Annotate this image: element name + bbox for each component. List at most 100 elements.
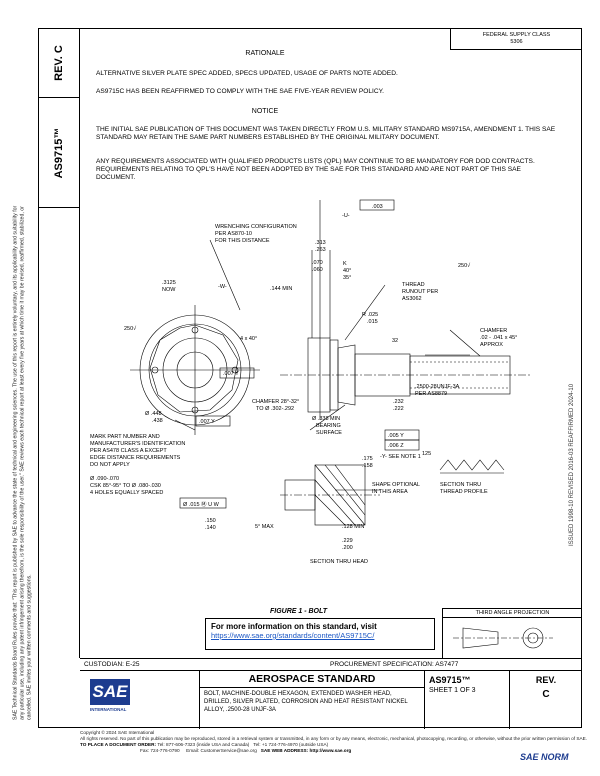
lbl-mark-part-3: PER AS478 CLASS A EXCEPT (90, 448, 167, 454)
notice-text-1: THE INITIAL SAE PUBLICATION OF THIS DOCU… (96, 126, 556, 141)
dim-k: K (343, 261, 347, 267)
lbl-wrenching-3: FOR THIS DISTANCE (215, 238, 270, 244)
sheet-number: SHEET 1 OF 3 (429, 687, 476, 694)
lbl-mark-part-2: MANUFACTURER'S IDENTIFICATION (90, 441, 185, 447)
lbl-wrenching: WRENCHING CONFIGURATION (215, 224, 297, 230)
order-tel-2: Tel: +1 724-776-4970 (outside USA) (253, 742, 329, 747)
lbl-note-1: -Y- SEE NOTE 1 (380, 454, 421, 460)
notice-heading: NOTICE (251, 108, 279, 115)
tol-003: .003 (372, 204, 383, 210)
sae-norm-watermark: SAE NORM (520, 752, 569, 762)
supply-class-label: FEDERAL SUPPLY CLASS (482, 32, 551, 38)
dim-263: .263 (315, 247, 326, 253)
dim-r015: .015 (367, 319, 378, 325)
rev-value-block: C (542, 689, 550, 700)
dim-dia-448: Ø .448 (145, 411, 162, 417)
rights-notice: All rights reserved. No part of this pub… (80, 736, 588, 741)
notice-text-2: ANY REQUIREMENTS ASSOCIATED WITH QUALIFI… (96, 158, 535, 181)
lbl-chamfer-2: .02 - .041 x 45° (480, 335, 517, 341)
dim-144-min: .144 MIN (270, 286, 292, 292)
lbl-mark-part-4: EDGE DISTANCE REQUIREMENTS (90, 455, 181, 461)
lbl-bearing: Ø .338 MIN (312, 416, 340, 422)
surface-250-right: 250√ (458, 262, 471, 269)
dim-200: .200 (342, 545, 353, 551)
lbl-holes-3: 4 HOLES EQUALLY SPACED (90, 490, 163, 496)
doc-number-cell: AS9715™ (38, 98, 80, 208)
fax: Fax: 724-776-0790 (140, 748, 180, 753)
standard-rev-cell: REV. C (510, 671, 582, 729)
dim-150: .150 (205, 518, 216, 524)
surface-32: 32 (392, 338, 398, 344)
info-title: For more information on this standard, v… (211, 622, 377, 631)
lbl-holes-2: CSK 85°-95° TO Ø .080-.030 (90, 483, 161, 489)
bolt-drawing: WRENCHING CONFIGURATION PER AS870-10 FOR… (80, 190, 580, 600)
lbl-chamfer-3: APPROX (480, 342, 503, 348)
tol-007-y: .007 Y (199, 419, 215, 425)
supply-class-value: 5306 (510, 39, 523, 45)
title-block-header: CUSTODIAN: E-25 PROCUREMENT SPECIFICATIO… (80, 659, 582, 671)
projection-label: THIRD ANGLE PROJECTION (443, 609, 582, 618)
procurement-spec: PROCUREMENT SPECIFICATION: AS7477 (330, 661, 459, 668)
drawing-sheet (38, 28, 582, 728)
footer: Copyright © 2024 SAE International All r… (80, 730, 590, 754)
dim-128-min: .128 MIN (342, 524, 364, 530)
sae-logo-intl: INTERNATIONAL (90, 707, 127, 712)
lbl-holes: Ø .090-.070 (90, 476, 119, 482)
rev-value: C (53, 44, 65, 53)
order-label: TO PLACE A DOCUMENT ORDER: (80, 742, 157, 747)
disclaimer: SAE Technical Standards Board Rules prov… (8, 200, 38, 720)
supply-class-box: FEDERAL SUPPLY CLASS 5306 (450, 28, 582, 50)
dim-222: .222 (393, 406, 404, 412)
rationale-heading: RATIONALE (245, 50, 285, 57)
info-box: For more information on this standard, v… (205, 618, 435, 650)
sae-logo: SAE INTERNATIONAL (80, 671, 200, 729)
lbl-bearing-3: SURFACE (316, 430, 342, 436)
aerospace-standard-heading: AEROSPACE STANDARD (200, 671, 424, 688)
dim-229: .229 (342, 538, 353, 544)
lbl-shape-optional: SHAPE OPTIONAL (372, 482, 420, 488)
surface-250-left: 250√ (124, 325, 137, 332)
standard-number: AS9715™ (429, 675, 471, 685)
lbl-thread-runout: THREAD (402, 282, 425, 288)
standard-number-cell: AS9715™ SHEET 1 OF 3 (425, 671, 510, 729)
dim-158: .158 (362, 463, 373, 469)
angle-40: 40° (343, 268, 351, 274)
datum-w: -W- (218, 284, 227, 290)
tol-007-y-head: .007 Y (223, 371, 239, 377)
lbl-section-thread: SECTION THRU (440, 482, 481, 488)
doc-number-vertical: AS9715™ (53, 127, 65, 178)
dim-232: .232 (393, 399, 404, 405)
title-block: CUSTODIAN: E-25 PROCUREMENT SPECIFICATIO… (80, 658, 582, 729)
lbl-chamfer-head: CHAMFER 28°-32° (252, 399, 299, 405)
lbl-wrenching-2: PER AS870-10 (215, 231, 252, 237)
projection-box: THIRD ANGLE PROJECTION (442, 608, 582, 658)
lbl-chamfer: CHAMFER (480, 328, 507, 334)
dim-060: .060 (312, 267, 323, 273)
dim-175: .175 (362, 456, 373, 462)
rev-label: REV. C (53, 45, 65, 81)
dim-5-max: 5° MAX (255, 524, 274, 530)
figure-caption: FIGURE 1 - BOLT (270, 608, 328, 615)
left-band: REV. C AS9715™ (38, 28, 80, 658)
rev-label-block: REV. (535, 675, 557, 685)
lbl-chamfer-head-2: TO Ø .302-.292 (256, 406, 294, 412)
lbl-thread-runout-2: RUNOUT PER (402, 289, 438, 295)
rev-label-text: REV. (53, 55, 65, 81)
rationale-text: ALTERNATIVE SILVER PLATE SPEC ADDED, SPE… (96, 70, 398, 77)
angle-35: 35° (343, 275, 351, 281)
lbl-mark-part: MARK PART NUMBER AND (90, 434, 160, 440)
surface-125: 125 (422, 451, 431, 457)
email[interactable]: Email: CustomerService@sae.org (186, 748, 257, 753)
dim-313: .313 (315, 240, 326, 246)
lbl-mark-part-5: DO NOT APPLY (90, 462, 130, 468)
custodian: CUSTODIAN: E-25 (84, 661, 140, 668)
web-address[interactable]: SAE WEB ADDRESS: http://www.sae.org (260, 748, 352, 753)
dim-r025: R .025 (362, 312, 378, 318)
standard-link[interactable]: https://www.sae.org/standards/content/AS… (211, 631, 375, 640)
lbl-shape-optional-2: IN THIS AREA (372, 489, 408, 495)
projection-symbol-icon (453, 627, 553, 649)
copyright: Copyright © 2024 SAE International (80, 730, 155, 735)
contact-line: Fax: 724-776-0790 Email: CustomerService… (80, 748, 590, 754)
thread-spec: .2500-28UNJF-3A (415, 384, 460, 390)
lbl-now: NOW (162, 287, 176, 293)
